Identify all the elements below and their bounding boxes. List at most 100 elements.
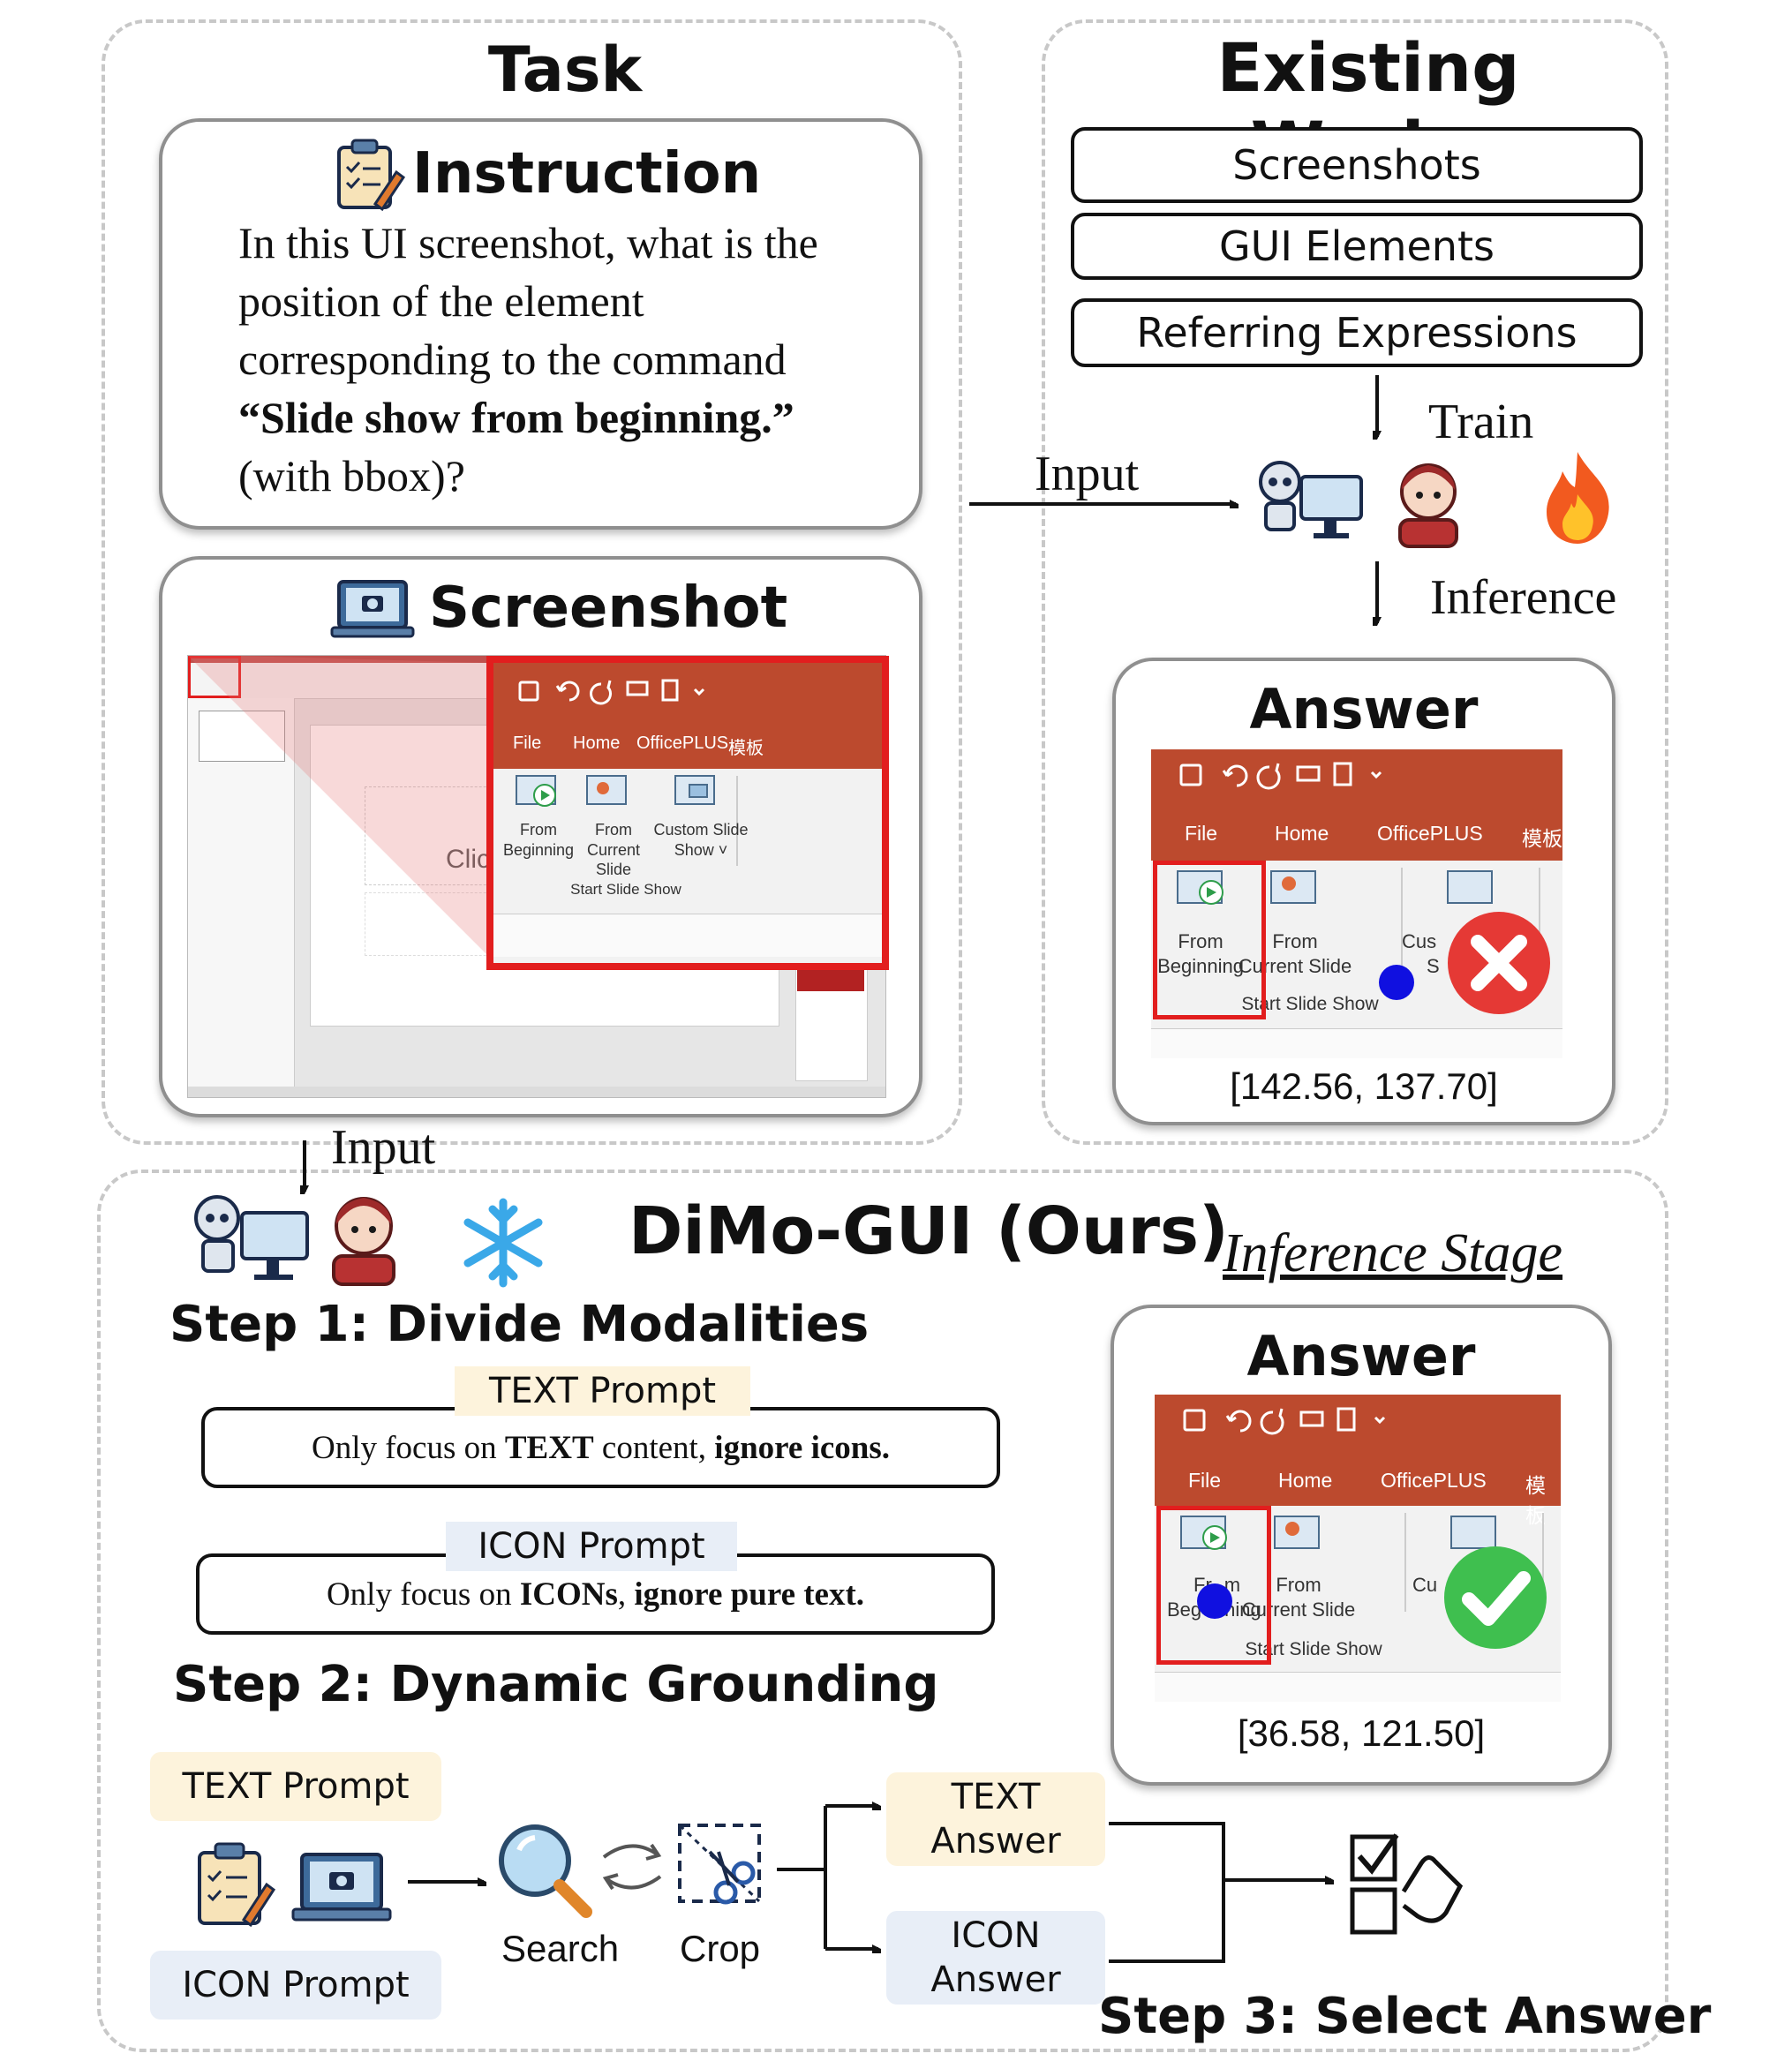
fire-icon	[1547, 452, 1609, 544]
train-label: Train	[1428, 395, 1534, 449]
ea-tab-template: 模板	[1522, 827, 1562, 850]
screenshot-camera-icon	[330, 580, 415, 638]
oa-slide-icons	[1180, 1513, 1544, 1612]
oa-custom-partial: Cu	[1412, 1574, 1438, 1596]
screenshot-card: Screenshot Clic	[159, 556, 922, 1117]
ours-robot-computer-icon	[194, 1195, 309, 1280]
input-label-ours: Input	[331, 1120, 436, 1175]
ea-tab-officeplus: OfficePLUS	[1377, 822, 1483, 845]
oa-tab-home: Home	[1278, 1469, 1333, 1492]
correct-check-icon	[1444, 1546, 1547, 1649]
instruction-command: “Slide show from beginning.”	[238, 393, 794, 442]
swap-arrows-icon	[602, 1843, 662, 1891]
oa-predicted-point	[1197, 1583, 1232, 1619]
existing-answer-title: Answer	[1249, 677, 1479, 741]
task-panel	[102, 19, 962, 1145]
search-label: Search	[501, 1928, 620, 1969]
ea-predicted-point	[1379, 965, 1414, 1000]
snowflake-icon	[463, 1198, 543, 1288]
robot-computer-icon	[1259, 461, 1363, 538]
ea-tab-home: Home	[1275, 822, 1329, 845]
icon-prompt-frame: Only focus on ICONs, ignore pure text.	[196, 1553, 995, 1635]
ppt-screenshot: Clic File Home OfficePLUS	[187, 655, 889, 1098]
inset-tab-officeplus: OfficePLUS	[636, 733, 729, 753]
instruction-title: Instruction	[412, 141, 762, 207]
existing-answer-coords: [142.56, 137.70]	[1230, 1065, 1498, 1107]
box-screenshots: Screenshots	[1071, 127, 1643, 203]
inset-tab-home: Home	[573, 733, 621, 753]
ours-answer-title: Answer	[1246, 1324, 1476, 1388]
ppt-small-red-box	[188, 656, 241, 698]
existing-answer-card: Answer File Home OfficePLUS 模板	[1112, 658, 1615, 1125]
ppt-thumb-slide	[199, 711, 285, 762]
inset-slide-icons	[516, 775, 738, 866]
wrong-x-icon	[1448, 912, 1550, 1014]
inset-ribbon-top	[493, 663, 882, 769]
ours-answer-coords: [36.58, 121.50]	[1237, 1712, 1486, 1754]
crop-label: Crop	[680, 1928, 761, 1969]
inset-quick-access-icons	[518, 679, 705, 705]
text-prompt-chip: TEXT Prompt	[150, 1752, 441, 1821]
oa-tab-officeplus: OfficePLUS	[1381, 1469, 1487, 1492]
oa-highlight-box	[1156, 1506, 1271, 1665]
ours-title: DiMo-GUI (Ours)	[629, 1193, 1229, 1269]
zoom-highlight-wedge	[188, 656, 488, 956]
text-prompt-sentence: Only focus on TEXT content, ignore icons…	[311, 1429, 891, 1466]
text-prompt-label: TEXT Prompt	[455, 1366, 750, 1416]
instruction-line-3: corresponding to the command	[238, 335, 787, 384]
ea-ribbon-top	[1151, 749, 1562, 861]
inset-tab-template: 模板	[728, 739, 764, 758]
screenshot-heading: Screenshot	[330, 568, 788, 648]
inset-ruler	[493, 914, 882, 957]
ppt-thumbnail-pane	[188, 698, 295, 1087]
ea-slide-icons	[1177, 868, 1540, 967]
step2-label: Step 2: Dynamic Grounding	[173, 1656, 939, 1713]
existing-works-panel	[1042, 19, 1668, 1145]
select-checkbox-icon	[1350, 1833, 1464, 1935]
ours-avatar-icon	[332, 1197, 395, 1286]
input-label-existing: Input	[1035, 447, 1140, 501]
oa-ruler	[1155, 1672, 1561, 1702]
icon-prompt-chip: ICON Prompt	[150, 1951, 441, 2020]
ea-group-label: Start Slide Show	[1241, 994, 1379, 1014]
ppt-side-thumb-red	[797, 967, 864, 991]
ea-ruler	[1151, 1028, 1562, 1058]
oa-quick-access-icons	[1183, 1407, 1386, 1435]
oa-tab-file: File	[1188, 1469, 1222, 1492]
box-gui-elements: GUI Elements	[1071, 213, 1643, 280]
task-title: Task	[487, 34, 643, 106]
step3-label: Step 3: Select Answer	[1098, 1988, 1712, 2045]
icon-prompt-sentence: Only focus on ICONs, ignore pure text.	[326, 1576, 865, 1613]
oa-group-label: Start Slide Show	[1245, 1639, 1382, 1659]
ea-quick-access-icons	[1179, 762, 1382, 790]
clipboard-icon	[337, 139, 406, 212]
ours-panel	[97, 1170, 1668, 2052]
screenshot-title: Screenshot	[429, 575, 788, 641]
magnifier-icon	[499, 1824, 592, 1918]
inference-label: Inference	[1430, 570, 1617, 625]
clipboard-icon-step2	[198, 1842, 276, 1928]
ea-tab-file: File	[1185, 822, 1218, 845]
ea-highlight-box	[1153, 861, 1266, 1019]
instruction-heading: Instruction	[335, 134, 761, 214]
instruction-card: Instruction In this UI screenshot, what …	[159, 118, 922, 530]
inset-group-label: Start Slide Show	[570, 881, 681, 898]
ours-answer-card: Answer File Home OfficePLUS 模板	[1111, 1305, 1612, 1786]
instruction-tail: (with bbox)?	[238, 451, 465, 500]
ppt-click-text: Clic	[446, 845, 490, 875]
box-referring-expressions: Referring Expressions	[1071, 298, 1643, 367]
avatar-icon	[1398, 463, 1458, 548]
